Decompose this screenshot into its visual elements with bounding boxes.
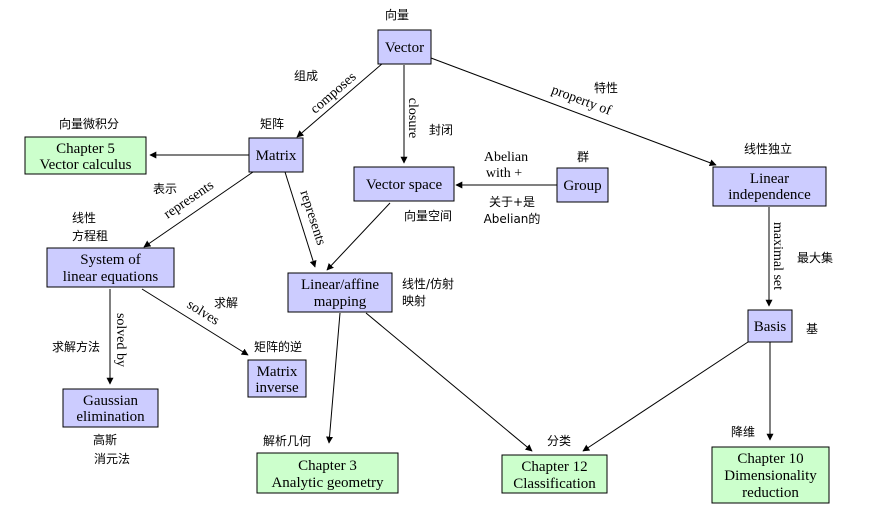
chapter12-cn: 分类 [547,434,571,448]
system-cn-1: 线性 [72,211,96,225]
edge-vector-linearindependence [430,57,717,167]
node-basis-label: Basis [754,319,787,335]
node-mapping-line1: Linear/affine [301,277,379,293]
vector-cn: 向量 [385,7,409,22]
node-chapter10[interactable]: Chapter 10 Dimensionality reduction [711,446,830,504]
nodes: Vector Matrix Vector space Group Linear … [24,29,830,504]
edge-label-represents-right: represents [296,189,328,248]
node-system-line2: linear equations [63,269,159,285]
node-linear-independence-line2: independence [728,187,811,203]
node-chapter3-line1: Chapter 3 [298,458,357,474]
node-chapter3-line2: Analytic geometry [271,475,384,491]
matrix-inverse-cn: 矩阵的逆 [254,339,302,354]
edge-label-closure-cn: 封闭 [429,123,453,137]
node-chapter5-line2: Vector calculus [39,157,131,173]
node-matrix[interactable]: Matrix [248,137,304,173]
edge-system-matrixinverse [141,288,249,356]
gaussian-cn-2: 消元法 [94,452,130,466]
node-matrix-inverse-line1: Matrix [257,364,298,380]
edge-vector-matrix [296,62,384,138]
edge-matrix-mapping [284,171,317,268]
chapter5-cn: 向量微积分 [59,116,119,131]
node-chapter5[interactable]: Chapter 5 Vector calculus [24,136,147,175]
node-mapping-line2: mapping [314,294,367,310]
matrix-cn: 矩阵 [260,117,284,131]
mapping-cn-1: 线性/仿射 [402,276,454,291]
edge-label-represents-left-cn: 表示 [153,182,177,196]
node-mapping[interactable]: Linear/affine mapping [287,272,393,313]
edge-vectorspace-mapping [326,202,391,271]
edge-label-vector-space-cn: 向量空间 [404,208,452,223]
node-gaussian-line1: Gaussian [83,393,138,409]
edge-mapping-chapter12 [365,312,533,452]
node-basis[interactable]: Basis [747,309,793,343]
node-chapter10-line1: Chapter 10 [737,451,803,467]
node-group[interactable]: Group [556,167,609,203]
mapping-cn-2: 映射 [402,293,426,308]
system-cn-2: 方程租 [72,228,108,243]
node-chapter5-line1: Chapter 5 [56,141,115,157]
node-matrix-inverse-line2: inverse [255,380,299,396]
edge-label-maximal-set: maximal set [770,222,785,290]
node-chapter12-line2: Classification [513,476,596,492]
node-chapter12-line1: Chapter 12 [521,459,587,475]
edge-basis-chapter12 [582,341,749,452]
node-matrix-label: Matrix [256,148,297,164]
linear-independence-cn: 线性独立 [744,141,792,156]
group-cn: 群 [577,150,589,164]
edge-labels: 组成 composes closure 封闭 特性 property of Ab… [52,69,833,367]
edge-matrix-system [143,171,254,248]
basis-cn: 基 [806,322,818,336]
node-gaussian-line2: elimination [76,409,145,425]
node-cn-labels: 向量 矩阵 向量微积分 群 线性独立 线性 方程租 线性/仿射 映射 基 矩阵的… [59,7,818,466]
node-chapter3[interactable]: Chapter 3 Analytic geometry [256,452,399,494]
edge-label-abelian-1: Abelian [484,150,528,165]
node-group-label: Group [563,178,601,194]
edge-label-property-of-cn: 特性 [594,80,618,95]
edge-label-abelian-cn-2: Abelian的 [484,211,541,226]
node-system[interactable]: System of linear equations [46,247,175,288]
edges [106,57,774,452]
edge-label-abelian-2: with + [486,166,522,181]
edge-label-solved-by: solved by [113,313,128,367]
edge-label-composes-cn: 组成 [294,69,318,83]
chapter3-cn: 解析几何 [263,434,311,448]
edge-label-solved-by-cn: 求解方法 [52,339,100,354]
node-chapter12[interactable]: Chapter 12 Classification [501,454,608,494]
node-matrix-inverse[interactable]: Matrix inverse [247,359,307,398]
node-gaussian[interactable]: Gaussian elimination [62,388,159,428]
node-vector-label: Vector [385,40,424,56]
edge-label-abelian-cn-1: 关于+是 [489,195,535,209]
edge-label-solves-cn: 求解 [214,296,238,310]
node-vector-space-label: Vector space [366,177,443,193]
node-linear-independence-line1: Linear [750,171,789,187]
node-chapter10-line3: reduction [742,485,799,501]
node-system-line1: System of [80,252,140,268]
edge-mapping-chapter3 [326,312,341,444]
edge-label-maximal-set-cn: 最大集 [797,250,833,265]
node-vector[interactable]: Vector [377,29,432,65]
node-chapter10-line2: Dimensionality [724,468,817,484]
node-linear-independence[interactable]: Linear independence [712,166,827,207]
chapter10-cn: 降维 [731,425,755,439]
node-vector-space[interactable]: Vector space [353,166,455,202]
edge-label-closure: closure [405,98,420,138]
gaussian-cn-1: 高斯 [93,432,117,447]
